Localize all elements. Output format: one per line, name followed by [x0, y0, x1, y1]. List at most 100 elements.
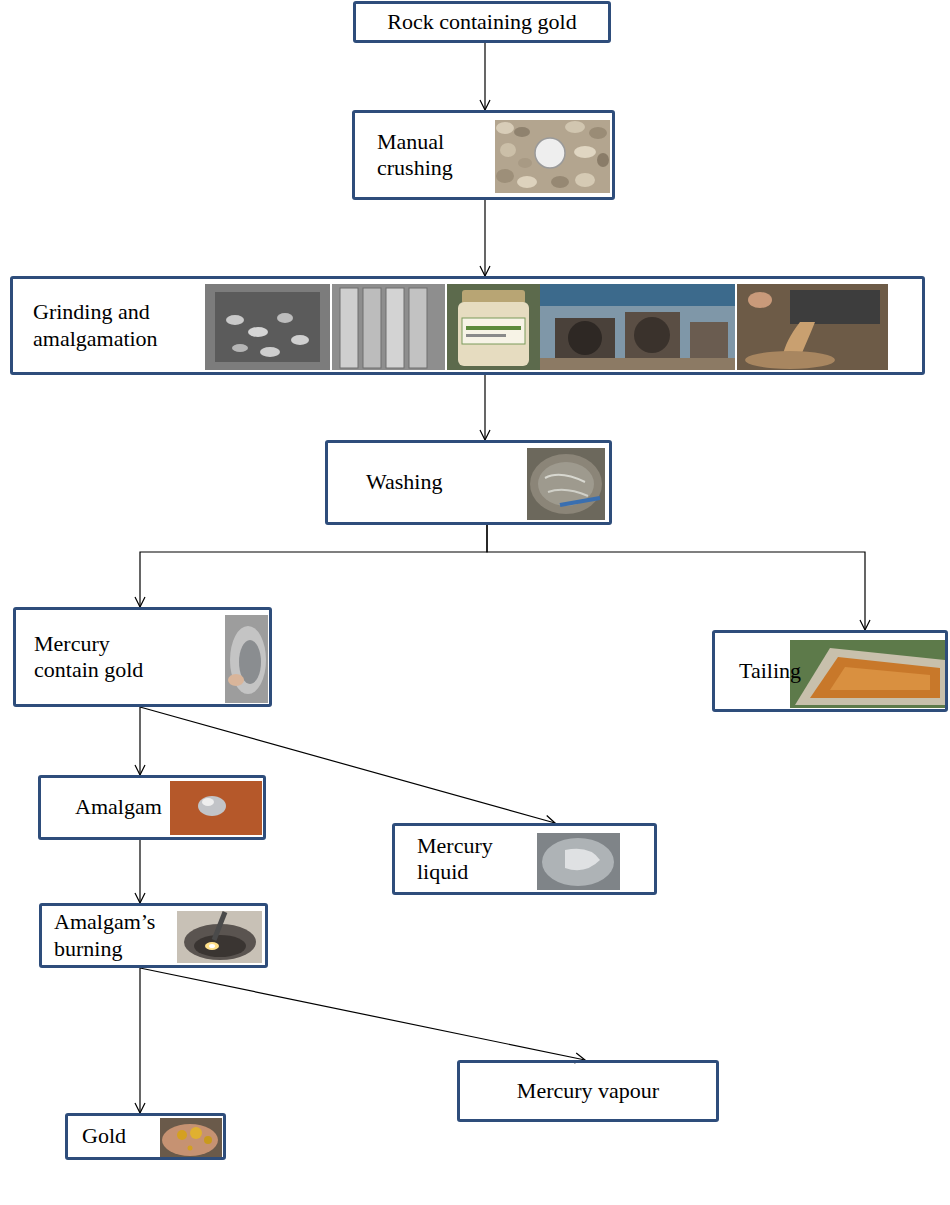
crushed-rock-photo	[575, 173, 595, 187]
crushed-rock-photo	[496, 169, 514, 183]
slurry-pouring-photo	[745, 351, 835, 369]
mercury-jar-photo	[447, 284, 540, 370]
washing-pan-photo	[530, 454, 602, 514]
ball-mill-photo	[226, 315, 244, 325]
box-label: Grinding and amalgamation	[33, 299, 158, 352]
crushed-rock-photo	[517, 176, 537, 188]
tailing-trough-photo	[795, 648, 945, 705]
flow-arrow	[139, 840, 140, 903]
box-label: Mercury contain gold	[34, 631, 162, 684]
box-label: Tailing	[739, 658, 801, 684]
amalgam-burning-photo	[177, 911, 262, 963]
mercury-liquid-photo	[537, 833, 620, 890]
box-label: Washing	[366, 469, 442, 495]
amalgam-burning-photo	[214, 912, 225, 940]
mercury-liquid-photo	[542, 838, 614, 886]
mercury-jar-photo	[462, 290, 525, 304]
crushed-rock-photo	[500, 143, 516, 157]
flow-arrow	[140, 525, 487, 607]
ball-mill-photo	[205, 284, 330, 370]
flow-arrow	[484, 43, 485, 110]
grinding-rods-photo	[340, 288, 358, 368]
amalgam-burning-photo	[194, 935, 246, 957]
grinding-machine-photo	[625, 312, 680, 358]
box-label: Manual crushing	[377, 129, 477, 182]
mercury-jar-photo	[458, 302, 529, 366]
grinding-machine-photo	[540, 284, 735, 370]
flow-arrow	[140, 968, 585, 1060]
process-box: Rock containing gold	[353, 1, 611, 43]
amalgam-burning-photo	[209, 944, 215, 948]
flow-arrow	[139, 707, 140, 775]
ball-mill-photo	[277, 313, 293, 323]
tailing-trough-photo	[810, 657, 940, 698]
grinding-machine-photo	[690, 322, 728, 358]
grinding-rods-photo	[409, 288, 427, 368]
process-box: Washing	[325, 440, 612, 525]
amalgam-photo	[170, 781, 262, 835]
grinding-rods-photo	[332, 284, 445, 370]
crushed-rock-photo	[495, 120, 610, 193]
slurry-pouring-photo	[737, 284, 888, 370]
grinding-machine-photo	[555, 318, 615, 358]
flow-arrow	[139, 968, 140, 1113]
mercury-liquid-photo	[565, 849, 600, 870]
process-box: Amalgam’s burning	[39, 903, 268, 968]
amalgam-photo	[198, 796, 226, 816]
grinding-machine-photo	[540, 284, 735, 306]
amalgam-burning-photo	[205, 942, 219, 950]
box-label: Amalgam	[75, 794, 162, 820]
crushed-rock-photo	[589, 127, 607, 139]
crushed-rock-photo	[597, 153, 609, 167]
amalgam-photo	[202, 798, 214, 806]
box-label: Rock containing gold	[387, 9, 576, 35]
mercury-dish-photo	[228, 674, 244, 686]
mercury-dish-photo	[225, 615, 268, 703]
process-box: Grinding and amalgamation	[10, 276, 925, 375]
box-label: Gold	[82, 1123, 126, 1149]
gold-beads-photo	[188, 1146, 193, 1151]
box-label: Mercury liquid	[417, 833, 517, 886]
mercury-dish-photo	[225, 615, 268, 703]
amalgam-burning-photo	[177, 911, 262, 963]
mercury-jar-photo	[447, 284, 540, 370]
crushed-rock-photo	[535, 138, 565, 168]
gold-beads-photo	[204, 1136, 212, 1144]
washing-pan-photo	[560, 498, 600, 505]
mercury-liquid-photo	[537, 833, 620, 890]
process-box: Mercury contain gold	[13, 607, 272, 707]
process-box: Tailing	[712, 630, 948, 712]
ball-mill-photo	[248, 327, 268, 337]
gold-beads-photo	[162, 1124, 218, 1156]
slurry-pouring-photo	[737, 284, 888, 370]
ball-mill-photo	[291, 335, 309, 345]
tailing-trough-photo	[830, 667, 930, 690]
grinding-machine-photo	[540, 284, 735, 370]
ball-mill-photo	[205, 284, 330, 370]
box-label: Mercury vapour	[517, 1078, 659, 1104]
process-box: Mercury vapour	[457, 1060, 719, 1122]
crushed-rock-photo	[551, 176, 569, 188]
amalgam-photo	[170, 781, 262, 835]
process-box: Gold	[65, 1113, 226, 1160]
gold-beads-photo	[160, 1118, 222, 1158]
box-label: Amalgam’s burning	[54, 909, 169, 962]
ball-mill-photo	[260, 347, 280, 357]
grinding-machine-photo	[568, 321, 602, 355]
flow-arrow	[484, 200, 485, 276]
washing-pan-photo	[545, 475, 585, 482]
gold-beads-photo	[177, 1130, 187, 1140]
crushed-rock-photo	[518, 158, 532, 168]
crushed-rock-photo	[496, 122, 514, 134]
mercury-jar-photo	[466, 334, 506, 337]
crushed-rock-photo	[565, 121, 585, 133]
ball-mill-photo	[215, 292, 320, 362]
flow-arrow	[140, 707, 555, 823]
grinding-rods-photo	[386, 288, 404, 368]
grinding-machine-photo	[540, 358, 735, 370]
process-box: Amalgam	[38, 775, 266, 840]
process-box: Mercury liquid	[392, 823, 657, 895]
